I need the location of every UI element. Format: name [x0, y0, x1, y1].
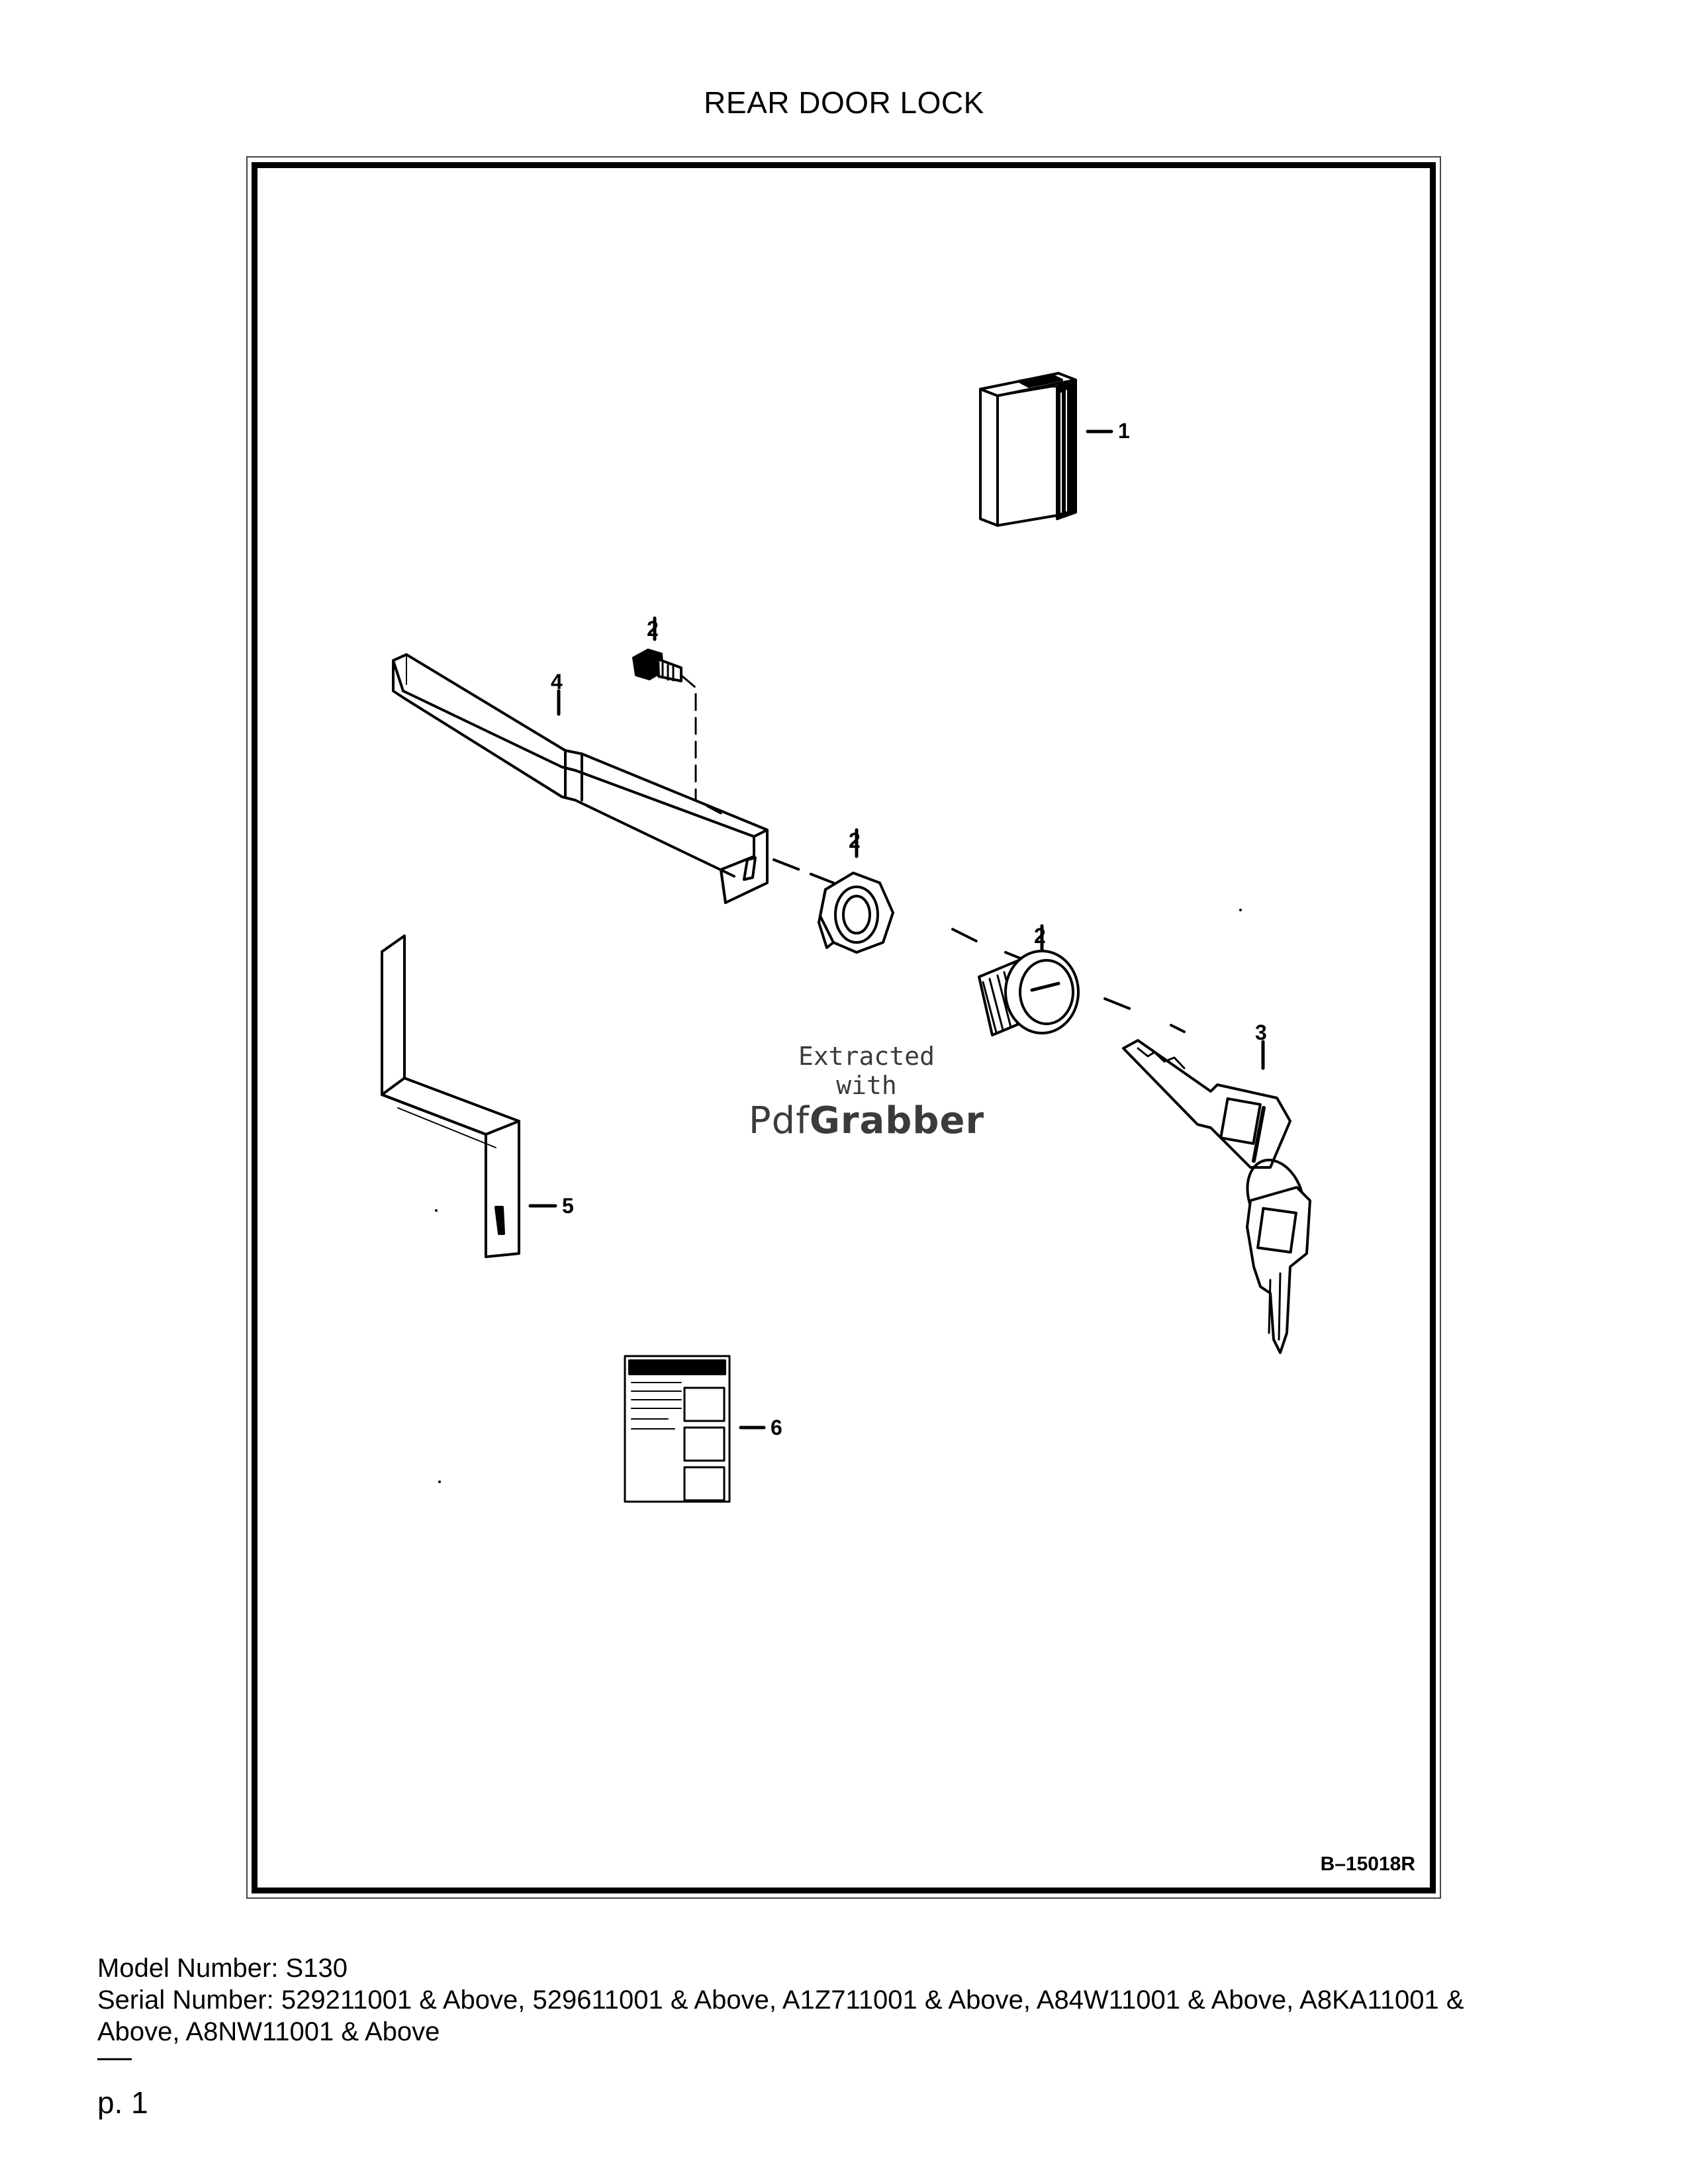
- watermark-brand: PdfGrabber: [734, 1100, 999, 1142]
- callout-2-bolt: 2: [647, 617, 659, 641]
- footer-info: Model Number: S130 Serial Number: 529211…: [97, 1952, 1593, 2048]
- callout-6: 6: [771, 1416, 782, 1439]
- callout-2-cylinder: 2: [1034, 924, 1046, 948]
- footer-dash-rule: [97, 2058, 132, 2060]
- bracket-part: [381, 934, 557, 1258]
- page-number: p. 1: [97, 2085, 148, 2120]
- callout-3: 3: [1255, 1021, 1267, 1044]
- serial-number-line-2: Above, A8NW11001 & Above: [97, 2017, 440, 2046]
- parts-diagram-drawing: [381, 372, 1311, 1503]
- callout-2-nut: 2: [849, 829, 861, 852]
- watermark-brand-bold: Grabber: [809, 1099, 985, 1142]
- watermark-line-2: with: [836, 1071, 897, 1100]
- callout-1: 1: [1118, 419, 1130, 443]
- watermark-line-1: Extracted: [798, 1042, 935, 1071]
- figure-outer-border: [246, 156, 1441, 1899]
- parts-diagram-figure: 1 2 2 2 3 4 5 6 Extracted with PdfGrabbe…: [252, 162, 1436, 1893]
- small-bolt-part: [632, 616, 722, 815]
- hex-nut-part: [818, 828, 894, 954]
- serial-number-line-1: Serial Number: 529211001 & Above, 529611…: [97, 1985, 1464, 2015]
- watermark-brand-pre: Pdf: [748, 1099, 810, 1142]
- latch-bar-part: [392, 653, 769, 904]
- bumper-block-part: [979, 372, 1113, 527]
- callout-4: 4: [551, 670, 563, 694]
- lock-cylinder-part: [978, 924, 1080, 1036]
- keys-part: [1122, 1039, 1311, 1354]
- model-number-line: Model Number: S130: [97, 1954, 348, 1983]
- page-title: REAR DOOR LOCK: [704, 85, 984, 120]
- callout-5: 5: [562, 1194, 574, 1218]
- watermark: Extracted with PdfGrabber: [734, 1042, 999, 1142]
- figure-reference-code: B–15018R: [1320, 1853, 1415, 1875]
- decal-sheet-part: [624, 1355, 766, 1503]
